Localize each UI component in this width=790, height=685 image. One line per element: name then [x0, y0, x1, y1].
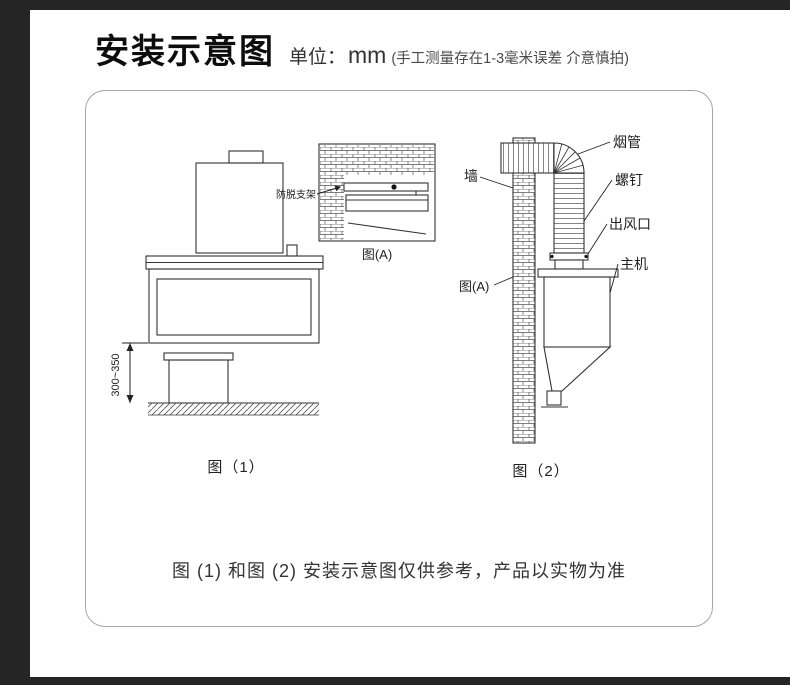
- screw-leader: [583, 179, 613, 222]
- detail-ref-leader: [493, 276, 514, 286]
- unit-note: (手工测量存在1-3毫米误差 介意慎拍): [391, 51, 629, 67]
- stove-rim: [163, 352, 234, 361]
- collar-screw-left: [550, 254, 554, 259]
- page-title: 安装示意图: [95, 33, 275, 71]
- figure-2-leader-lines: [479, 141, 619, 294]
- footnote: 图 (1) 和图 (2) 安装示意图仅供参考，产品以实物为准: [172, 561, 626, 581]
- mounting-bracket: [343, 182, 429, 192]
- flue-pipe-horizontal: [500, 142, 555, 174]
- figure-1-caption: 图（1）: [207, 459, 264, 476]
- diagram-border-box: 300~350 防脱支架 图(A) 图（1）: [85, 90, 713, 627]
- chimney-duct: [195, 162, 284, 254]
- unit-label: 单位：: [289, 47, 347, 68]
- unit-value: mm: [348, 42, 387, 68]
- unit-info: 单位： mm (手工测量存在1-3毫米误差 介意慎拍): [289, 42, 629, 69]
- main-unit-top-plate: [537, 268, 619, 278]
- main-unit-foot: [546, 390, 562, 406]
- detail-brick-left: [320, 175, 344, 240]
- pipe-label: 烟管: [613, 134, 641, 150]
- flue-pipe-vertical: [553, 172, 585, 254]
- air-outlet: [554, 259, 584, 270]
- detail-brick-top: [320, 145, 434, 175]
- wall-label: 墙: [464, 168, 478, 184]
- wall-leader: [479, 176, 514, 189]
- wall-brick-column: [512, 137, 536, 444]
- dimension-300-350: [122, 342, 148, 403]
- dimension-label: 300~350: [110, 353, 122, 396]
- outlet-collar: [549, 252, 589, 261]
- detail-a-caption: 图(A): [362, 247, 392, 262]
- figure-2-drawing: [500, 137, 619, 444]
- outlet-leader: [587, 223, 608, 255]
- detail-a-box: [318, 143, 436, 242]
- main-unit-leader: [609, 263, 619, 294]
- countertop-hatch: [148, 403, 319, 415]
- bracket-label: 防脱支架: [276, 188, 316, 201]
- outlet-label: 出风口: [609, 216, 651, 232]
- chimney-collar: [228, 150, 264, 164]
- hood-body: [148, 268, 320, 344]
- content-panel: 安装示意图 单位： mm (手工测量存在1-3毫米误差 介意慎拍): [30, 10, 790, 677]
- main-unit-body: [543, 276, 611, 348]
- main-unit-label: 主机: [620, 256, 648, 272]
- main-unit-funnel: [543, 346, 612, 392]
- installation-diagram-svg: 300~350 防脱支架 图(A) 图（1）: [110, 134, 651, 480]
- collar-screw-right: [584, 254, 588, 259]
- pipe-leader: [577, 141, 611, 155]
- screw-label: 螺钉: [615, 172, 643, 188]
- bracket-leader-line: [316, 185, 342, 195]
- cord-box: [286, 244, 298, 257]
- detail-ref-label: 图(A): [459, 279, 489, 294]
- stove-body: [168, 359, 229, 404]
- hood-inner-panel: [156, 278, 312, 336]
- hood-top-edge: [345, 194, 429, 212]
- figure-1-drawing: [145, 150, 324, 416]
- bracket-screw: [391, 184, 397, 190]
- figure-2-caption: 图（2）: [512, 463, 569, 480]
- header: 安装示意图 单位： mm (手工测量存在1-3毫米误差 介意慎拍): [95, 24, 629, 73]
